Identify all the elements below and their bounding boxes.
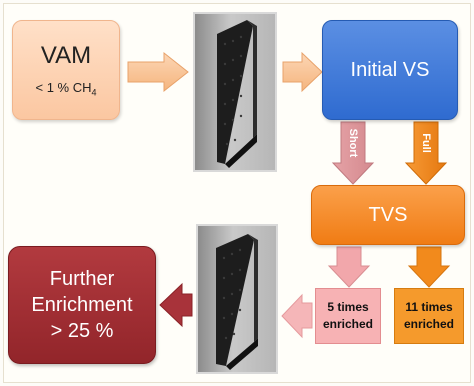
initial-vs-label: Initial VS (350, 58, 430, 81)
further-line2: Enrichment (31, 294, 133, 316)
eleven-times-line1: 11 times (405, 300, 453, 314)
arrow-tvs-to-five (327, 246, 371, 288)
short-label: Short (347, 128, 359, 158)
initial-vs-box: Initial VS (322, 20, 458, 120)
vam-formula: < 1 % CH4 (35, 80, 97, 98)
five-times-box: 5 times enriched (315, 288, 381, 344)
arrow-short (331, 121, 375, 185)
five-times-line1: 5 times (327, 300, 369, 314)
arrow-monolith-to-further (159, 282, 193, 328)
arrow-monolith-to-initial-vs (282, 51, 323, 93)
monolith-photo-top (193, 12, 277, 172)
arrow-tvs-to-eleven (407, 246, 451, 288)
arrow-full (404, 121, 448, 185)
monolith-photo-bottom (196, 224, 278, 374)
eleven-times-box: 11 times enriched (394, 288, 464, 344)
tvs-label: TVS (368, 203, 408, 226)
vam-box: VAM < 1 % CH4 (12, 20, 120, 120)
tvs-box: TVS (311, 185, 465, 245)
arrow-vam-to-monolith (127, 51, 189, 93)
five-times-line2: enriched (322, 317, 373, 331)
full-label: Full (420, 133, 432, 153)
further-line1: Further (49, 268, 115, 290)
arrow-five-to-monolith (281, 293, 313, 339)
further-enrichment-box: Further Enrichment > 25 % (8, 246, 156, 364)
eleven-times-line2: enriched (403, 317, 454, 331)
further-line3: > 25 % (50, 320, 114, 342)
vam-title: VAM (40, 42, 92, 70)
